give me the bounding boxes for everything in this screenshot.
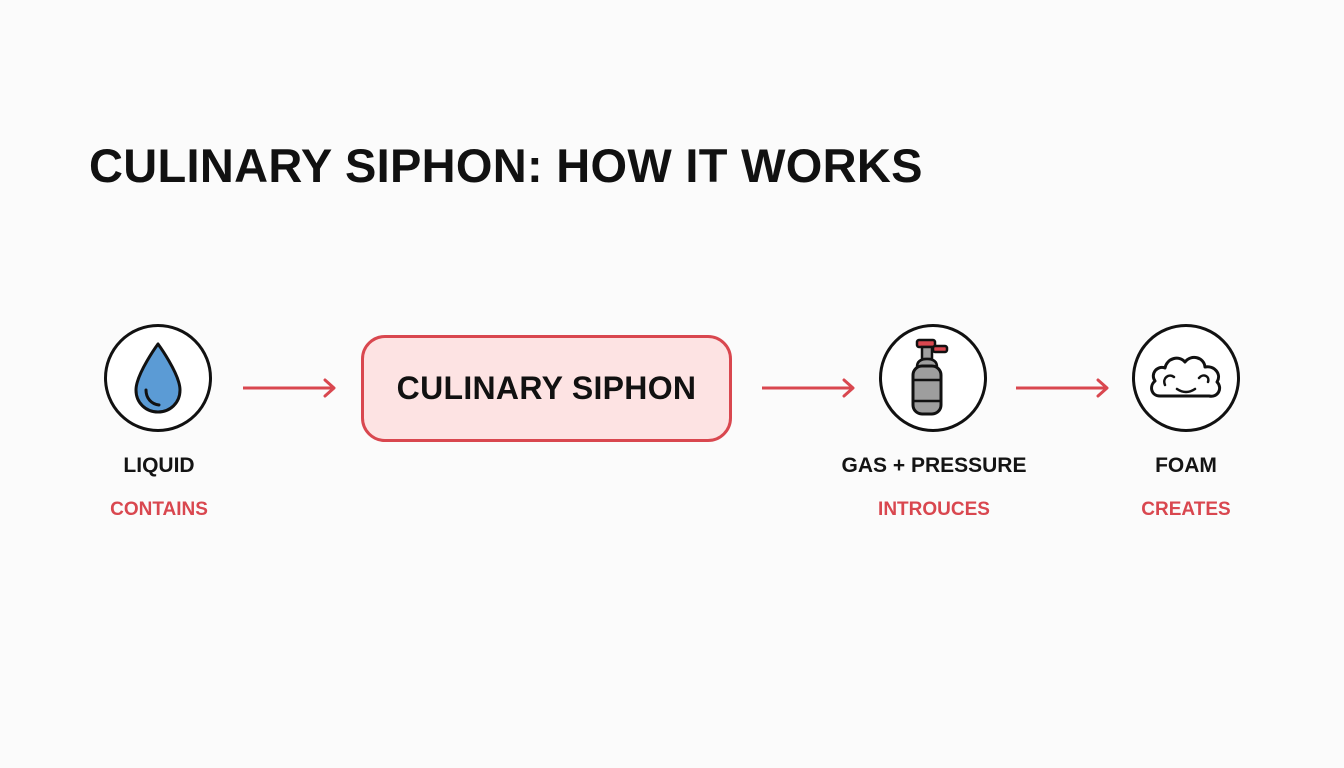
arrow-liquid-to-siphon	[243, 378, 336, 398]
foam-cloud-icon	[1150, 355, 1222, 398]
siphon-box: CULINARY SIPHON	[361, 335, 732, 442]
liquid-label: LIQUID	[123, 454, 195, 477]
liquid-verb: CONTAINS	[110, 499, 208, 520]
gas-pressure-node	[879, 324, 987, 432]
water-drop-icon	[134, 342, 182, 414]
gas-canister-icon	[911, 338, 949, 416]
foam-node	[1132, 324, 1240, 432]
diagram-title: CULINARY SIPHON: HOW IT WORKS	[89, 139, 923, 192]
siphon-label: CULINARY SIPHON	[396, 370, 697, 406]
foam-label: FOAM	[1155, 454, 1217, 477]
arrow-siphon-to-gas	[762, 378, 855, 398]
gas-pressure-label: GAS + PRESSURE	[841, 454, 1027, 477]
liquid-node	[104, 324, 212, 432]
foam-verb: CREATES	[1141, 499, 1231, 520]
gas-pressure-verb: INTROUCES	[878, 499, 990, 520]
arrow-gas-to-foam	[1016, 378, 1109, 398]
